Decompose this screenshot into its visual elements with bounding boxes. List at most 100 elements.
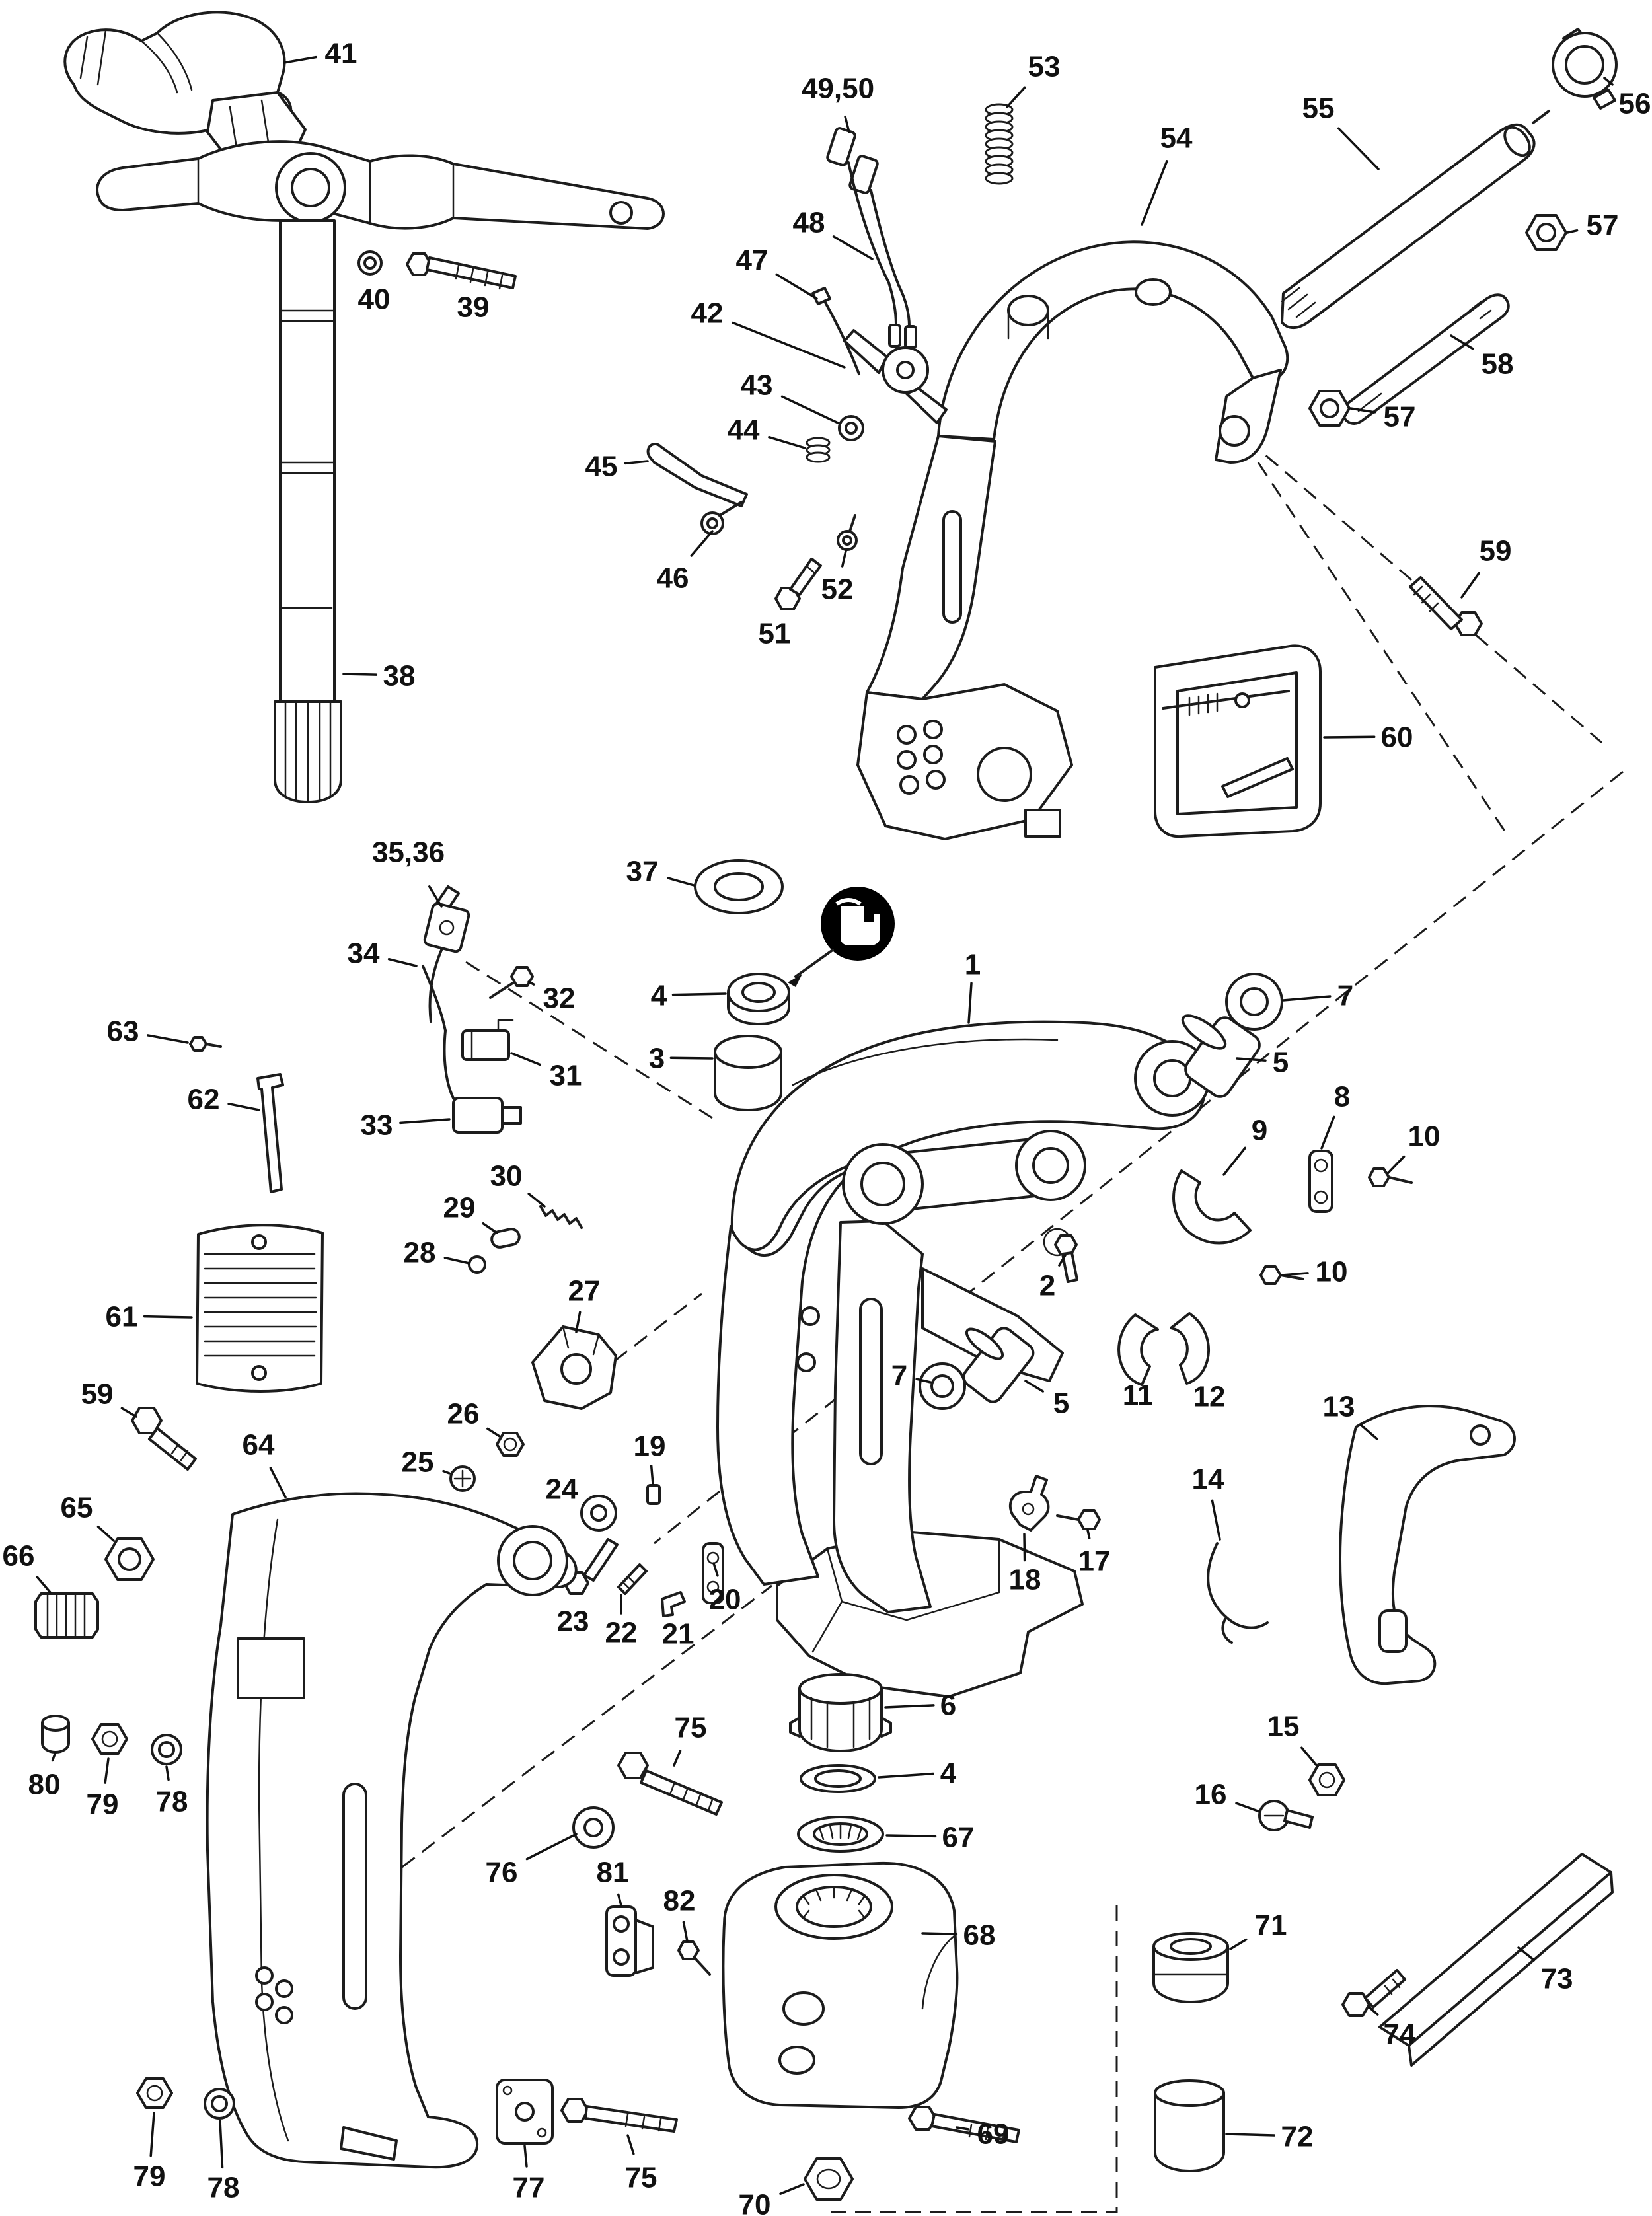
callout-leader-49,50 bbox=[844, 115, 850, 133]
part-33-connector bbox=[443, 1029, 522, 1134]
callout-leader-7 bbox=[915, 1378, 932, 1384]
callout-leader-15 bbox=[1300, 1746, 1319, 1768]
part-31-connector bbox=[461, 1019, 514, 1061]
part-callout-18: 18 bbox=[1009, 1563, 1041, 1596]
part-callout-40: 40 bbox=[358, 283, 391, 315]
part-14-spring bbox=[1207, 1542, 1269, 1644]
callout-leader-20 bbox=[712, 1562, 719, 1577]
callout-leader-25 bbox=[442, 1469, 451, 1475]
part-7-washer-lower bbox=[919, 1362, 966, 1410]
part-17-screw bbox=[1056, 1509, 1101, 1530]
part-43-washer bbox=[838, 415, 864, 441]
part-callout-21: 21 bbox=[662, 1617, 695, 1650]
part-42-lever bbox=[843, 329, 948, 424]
part-5-bushing-upper bbox=[1181, 1014, 1261, 1098]
part-callout-71: 71 bbox=[1255, 1909, 1287, 1941]
part-callout-26: 26 bbox=[447, 1397, 480, 1430]
callout-leader-14 bbox=[1211, 1499, 1221, 1541]
callout-leader-10 bbox=[1386, 1155, 1406, 1175]
part-callout-30: 30 bbox=[490, 1160, 523, 1192]
part-callout-19: 19 bbox=[634, 1430, 666, 1462]
callout-leader-47 bbox=[775, 273, 818, 300]
part-callout-13: 13 bbox=[1323, 1390, 1355, 1422]
part-35-36-trim-sender bbox=[423, 885, 470, 953]
part-45-link bbox=[646, 443, 748, 507]
callout-leader-66 bbox=[36, 1576, 52, 1594]
part-callout-14: 14 bbox=[1192, 1463, 1224, 1495]
part-callout-27: 27 bbox=[568, 1274, 601, 1307]
part-callout-52: 52 bbox=[821, 573, 854, 605]
part-58-bolt bbox=[1343, 293, 1510, 425]
part-78-washer-lower bbox=[204, 2088, 235, 2120]
callout-leader-7 bbox=[1282, 995, 1332, 1002]
callout-leader-52 bbox=[841, 550, 847, 568]
callout-leader-10 bbox=[1281, 1272, 1309, 1276]
part-callout-22: 22 bbox=[605, 1616, 638, 1648]
part-2-stud bbox=[1054, 1234, 1078, 1283]
callout-leader-6 bbox=[884, 1704, 935, 1709]
part-callout-60: 60 bbox=[1381, 721, 1413, 753]
part-8-plate bbox=[1308, 1150, 1333, 1213]
callout-leader-80 bbox=[51, 1751, 57, 1762]
callout-leader-9 bbox=[1222, 1146, 1246, 1176]
callout-leader-13 bbox=[1359, 1424, 1378, 1440]
part-callout-70: 70 bbox=[739, 2188, 771, 2216]
callout-leader-44 bbox=[768, 435, 806, 449]
part-22-stud bbox=[617, 1563, 648, 1595]
part-callout-67: 67 bbox=[942, 1821, 975, 1853]
part-callout-64: 64 bbox=[243, 1428, 275, 1461]
part-72-roller bbox=[1154, 2079, 1225, 2172]
part-callout-59: 59 bbox=[1480, 535, 1512, 567]
callout-leader-76 bbox=[525, 1833, 578, 1861]
part-73-bar bbox=[1378, 1853, 1614, 2067]
part-55-tilt-tube bbox=[1281, 110, 1550, 329]
part-callout-77: 77 bbox=[513, 2171, 545, 2203]
callout-leader-48 bbox=[832, 235, 874, 260]
callout-leader-78 bbox=[165, 1765, 170, 1781]
callout-leader-30 bbox=[527, 1192, 546, 1208]
part-32-bolt bbox=[489, 966, 534, 999]
part-callout-57: 57 bbox=[1384, 400, 1416, 433]
callout-leader-53 bbox=[1006, 86, 1026, 108]
part-callout-7: 7 bbox=[1337, 979, 1353, 1012]
callout-leader-37 bbox=[667, 877, 695, 887]
callout-leader-62 bbox=[227, 1102, 260, 1111]
callout-leader-73 bbox=[1517, 1946, 1536, 1962]
part-callout-48: 48 bbox=[793, 206, 825, 239]
part-74-bolt bbox=[1341, 1969, 1406, 2017]
part-39-bolt bbox=[406, 252, 517, 290]
part-29-pin bbox=[490, 1228, 521, 1249]
callout-leader-75 bbox=[673, 1750, 682, 1767]
callout-leader-72 bbox=[1225, 2133, 1275, 2137]
callout-leader-2 bbox=[1058, 1254, 1067, 1267]
part-callout-11: 11 bbox=[1123, 1379, 1154, 1411]
alignment-dashed-lines bbox=[361, 422, 1624, 2213]
part-10-screw-upper bbox=[1368, 1167, 1413, 1187]
part-callout-49,50: 49,50 bbox=[802, 72, 874, 104]
callout-leader-42 bbox=[732, 321, 846, 369]
part-48-leads bbox=[887, 281, 917, 349]
part-56-cap-nut bbox=[1552, 28, 1618, 110]
callout-leader-82 bbox=[682, 1921, 689, 1942]
part-18-lever bbox=[1008, 1475, 1050, 1532]
part-callout-34: 34 bbox=[348, 937, 380, 969]
part-callout-33: 33 bbox=[361, 1109, 393, 1141]
part-11-clamp-half bbox=[1117, 1313, 1159, 1386]
part-callout-78: 78 bbox=[156, 1785, 188, 1818]
callout-leader-57 bbox=[1349, 407, 1376, 414]
part-63-screw bbox=[189, 1036, 222, 1052]
callout-leader-75 bbox=[626, 2134, 635, 2155]
part-callout-38: 38 bbox=[383, 659, 416, 692]
callout-leader-64 bbox=[269, 1467, 287, 1498]
part-76-washer bbox=[572, 1806, 615, 1849]
part-callout-43: 43 bbox=[741, 369, 773, 401]
part-callout-2: 2 bbox=[1039, 1269, 1055, 1302]
part-callout-58: 58 bbox=[1482, 348, 1514, 380]
part-70-nut bbox=[804, 2157, 854, 2201]
part-callout-10: 10 bbox=[1316, 1255, 1348, 1288]
part-callout-4: 4 bbox=[940, 1757, 957, 1789]
part-callout-66: 66 bbox=[3, 1539, 35, 1572]
part-callout-17: 17 bbox=[1078, 1545, 1111, 1577]
callout-leader-34 bbox=[387, 957, 418, 967]
part-callout-20: 20 bbox=[709, 1583, 741, 1615]
